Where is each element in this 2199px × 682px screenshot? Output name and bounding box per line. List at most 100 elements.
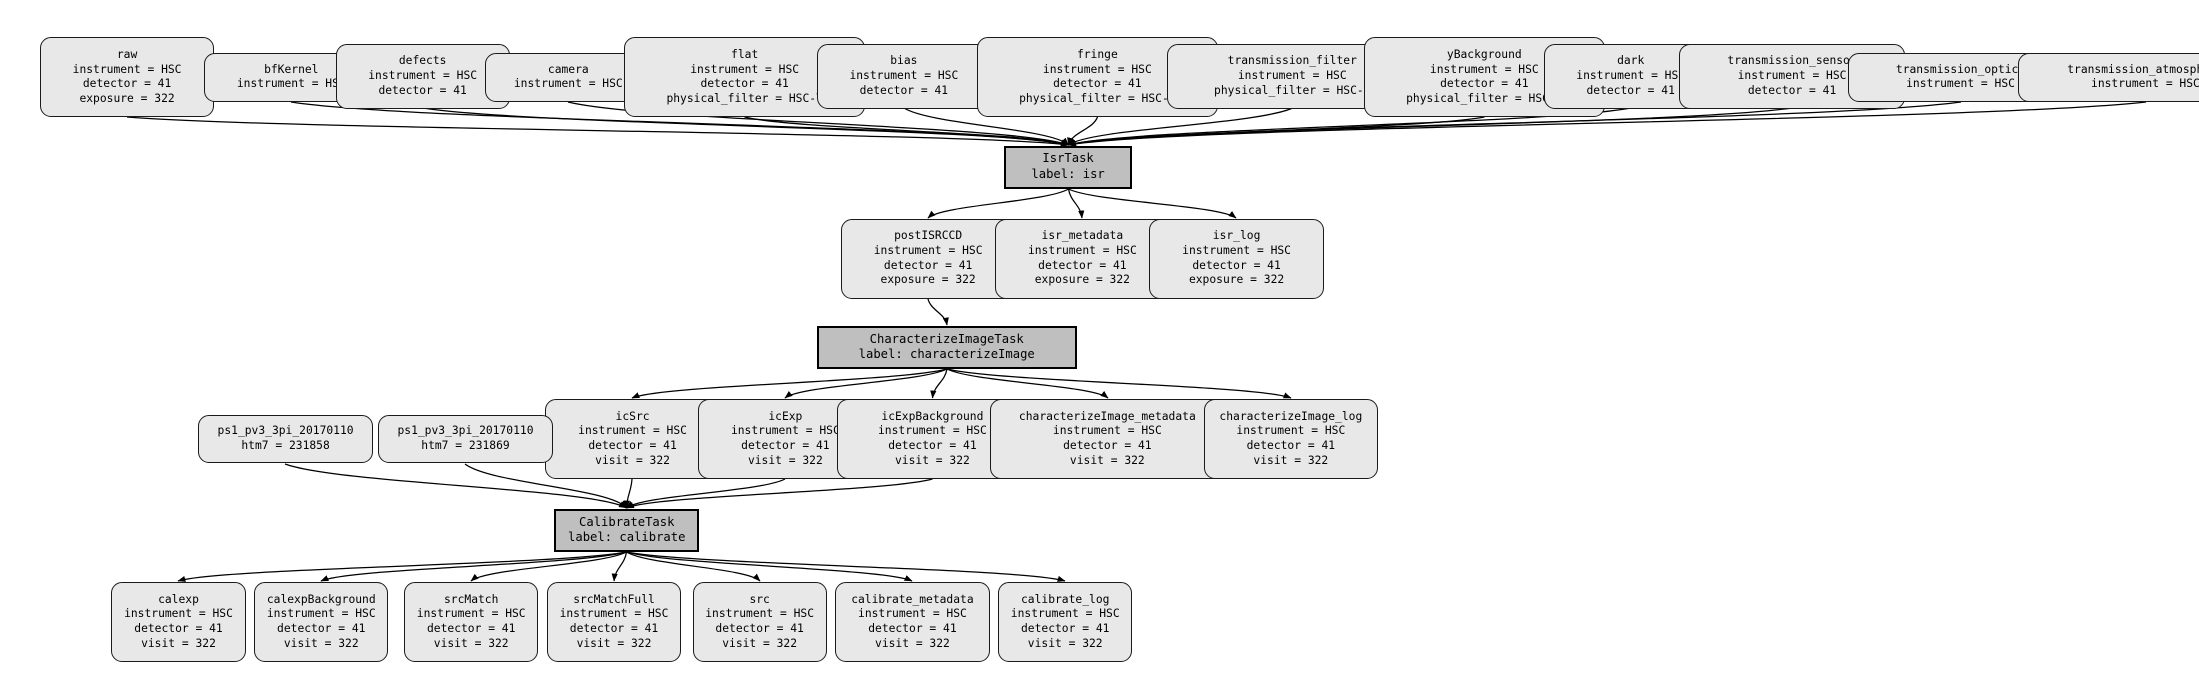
node-dimension: physical_filter = HSC-Y	[666, 91, 823, 105]
graph-edge	[1067, 116, 1485, 146]
node-dimension: instrument = HSC	[1052, 424, 1162, 438]
graph-edge	[946, 368, 1109, 399]
node-dimension: physical_filter = HSC-Y	[1019, 91, 1176, 105]
node-dimension: visit = 322	[576, 636, 652, 650]
node-dimension: visit = 322	[283, 636, 359, 650]
node-dimension: visit = 322	[895, 453, 970, 467]
graph-edge	[626, 478, 786, 509]
node-title: flat	[731, 47, 759, 61]
graph-edge	[126, 116, 1070, 148]
node-title: calibrate_log	[1021, 592, 1110, 606]
node-title: raw	[116, 47, 138, 61]
node-title: characterizeImage_metadata	[1018, 409, 1196, 423]
node-dimension: instrument = HSC	[559, 607, 669, 621]
node-title: CharacterizeImageTask	[869, 331, 1024, 346]
node-title: transmission_atmosphere	[2067, 62, 2199, 76]
node-title: calexpBackground	[266, 592, 376, 606]
node-title: dark	[1617, 54, 1645, 68]
node-dimension: instrument = HSC	[1182, 244, 1291, 258]
node-dimension: detector = 41	[1053, 77, 1142, 91]
node-title: characterizeImage_log	[1219, 409, 1363, 423]
node-title: CalibrateTask	[579, 514, 675, 529]
node-title: IsrTask	[1042, 151, 1094, 166]
node-dimension: visit = 322	[722, 636, 798, 650]
node-dimension: detector = 41	[588, 438, 677, 452]
node-dimension: visit = 322	[141, 636, 216, 650]
node-dimension: detector = 41	[569, 621, 659, 635]
graph-edge	[611, 551, 628, 582]
node-title: defects	[398, 54, 447, 68]
node-dimension: instrument = HSC	[1027, 244, 1137, 258]
graph-edge	[1067, 188, 1085, 219]
node-dimension: detector = 41	[378, 83, 467, 97]
graph-edge	[625, 478, 933, 509]
node-dimension: detector = 41	[82, 77, 172, 91]
graph-edge	[927, 188, 1069, 219]
graph-edge	[930, 368, 948, 399]
graph-edge	[470, 551, 627, 582]
node-dimension: instrument = HSC	[849, 69, 959, 83]
node-dimension: instrument = HSC	[1906, 77, 2015, 91]
dataset-node-transmission_atmosphere[interactable]: transmission_atmosphereinstrument = HSC	[2017, 52, 2199, 102]
graph-edge	[626, 551, 1066, 582]
node-title: calexp	[158, 592, 199, 606]
node-dimension: instrument = HSC	[1042, 62, 1152, 76]
node-dimension: detector = 41	[1063, 438, 1152, 452]
node-dimension: exposure = 322	[880, 273, 976, 287]
node-dimension: physical_filter = HSC-Y	[1406, 91, 1563, 105]
node-dimension: detector = 41	[1021, 621, 1110, 635]
node-dimension: detector = 41	[1586, 83, 1675, 97]
node-title: postISRCCD	[894, 229, 963, 243]
node-dimension: exposure = 322	[1188, 273, 1285, 287]
node-title: transmission_sensor	[1727, 54, 1857, 68]
node-dimension: instrument = HSC	[690, 62, 800, 76]
node-dimension: instrument = HSC	[878, 424, 987, 438]
node-title: isr_metadata	[1041, 229, 1124, 243]
node-dimension: visit = 322	[875, 636, 950, 650]
node-dimension: exposure = 322	[1034, 273, 1130, 287]
node-dimension: visit = 322	[433, 636, 509, 650]
graph-edge	[623, 478, 633, 509]
node-dimension: instrument = HSC	[368, 69, 478, 83]
node-dimension: detector = 41	[741, 438, 830, 452]
node-dimension: instrument = HSC	[1429, 62, 1539, 76]
node-dimension: instrument = HSC	[266, 607, 376, 621]
node-title: src	[749, 592, 770, 606]
node-dimension: visit = 322	[1027, 636, 1103, 650]
node-title: transmission_optics	[1895, 62, 2026, 76]
graph-edges	[126, 101, 2147, 582]
node-dimension: detector = 41	[868, 621, 957, 635]
node-dimension: detector = 41	[134, 621, 223, 635]
node-title: srcMatchFull	[573, 592, 655, 606]
node-title: transmission_filter	[1227, 54, 1357, 68]
node-title: icExp	[768, 409, 803, 423]
node-title: fringe	[1076, 47, 1118, 61]
node-dimension: detector = 41	[715, 621, 804, 635]
node-dimension: instrument = HSC	[730, 424, 840, 438]
node-dimension: label: characterizeImage	[858, 347, 1035, 362]
graph-edge	[626, 551, 913, 582]
node-dimension: instrument = HSC	[1737, 69, 1847, 83]
